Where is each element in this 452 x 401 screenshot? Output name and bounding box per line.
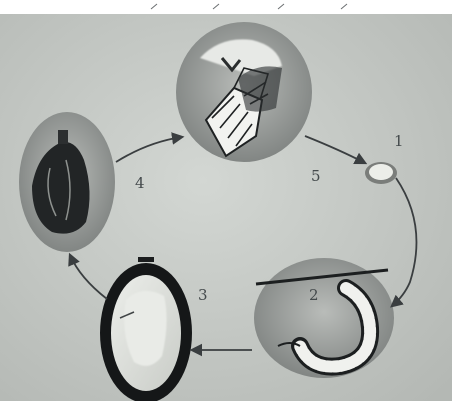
stage-1-egg (365, 162, 397, 184)
stage-number-2: 2 (309, 286, 319, 304)
stage-2-larva (254, 258, 394, 378)
stage-number-5: 5 (311, 167, 321, 185)
stage-4-chrysalis (19, 112, 115, 252)
stage-number-3: 3 (198, 286, 208, 304)
stage-number-4: 4 (135, 174, 145, 192)
stage-number-1: 1 (394, 132, 404, 150)
stage-5-butterfly (176, 22, 312, 162)
top-white-strip (0, 0, 452, 14)
